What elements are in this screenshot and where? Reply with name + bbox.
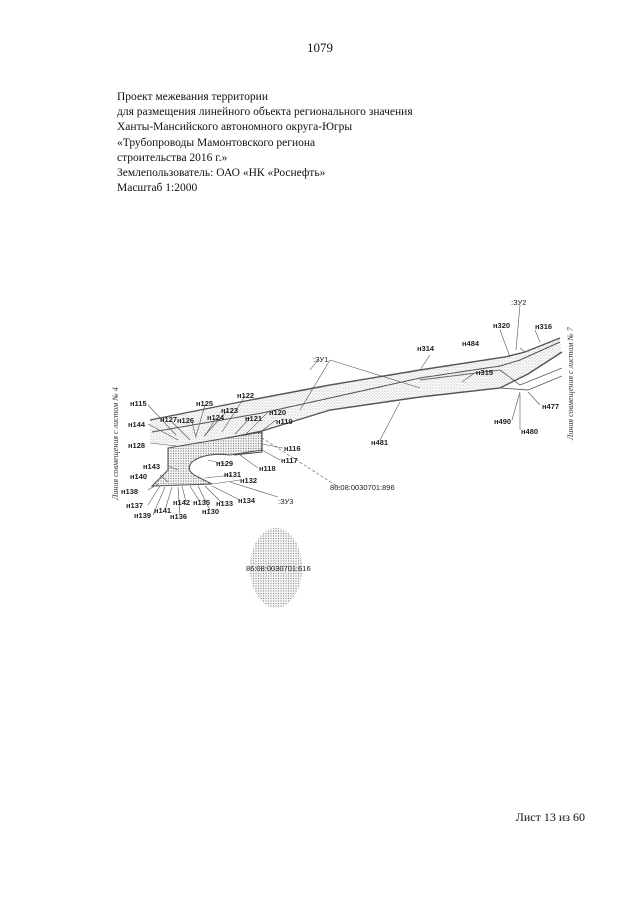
point-label: н144 xyxy=(128,420,146,429)
point-label: н121 xyxy=(245,414,262,423)
point-label: н119 xyxy=(276,417,293,426)
title-line-5: строительства 2016 г.» xyxy=(117,151,228,164)
parcel-boundary-mid xyxy=(151,341,561,433)
point-label: н139 xyxy=(134,511,151,520)
point-label: н128 xyxy=(128,441,145,450)
title-line-1: Проект межевания территории xyxy=(117,91,268,103)
point-label: н134 xyxy=(238,496,256,505)
point-label: н480 xyxy=(521,427,538,436)
point-label: н118 xyxy=(259,464,276,473)
parcel-label-zu1: :ЗУ1 xyxy=(313,355,328,364)
point-label: н117 xyxy=(281,456,298,465)
parcel-label-zu3: :ЗУ3 xyxy=(278,497,293,506)
leader-lines xyxy=(147,304,541,516)
point-label: н136 xyxy=(170,512,187,521)
point-label: н125 xyxy=(196,399,213,408)
cadastral-number-2: 86:08:0030701:616 xyxy=(246,564,311,573)
land-user-line: Землепользователь: ОАО «НК «Роснефть» xyxy=(117,167,326,180)
parcel-boundary-branch-2 xyxy=(499,375,563,391)
point-label: н320 xyxy=(493,321,510,330)
title-line-3: Ханты-Мансийского автономного округа-Югр… xyxy=(117,121,353,134)
point-label: н133 xyxy=(216,499,233,508)
point-label: н316 xyxy=(535,322,552,331)
point-label: н481 xyxy=(371,438,388,447)
point-label: н123 xyxy=(221,406,238,415)
match-line-right: Линия совмещения с листом № 7 xyxy=(566,326,575,441)
parcel-label-zu2: :ЗУ2 xyxy=(511,298,526,307)
point-label: н135 xyxy=(193,498,210,507)
match-line-left: Линия совмещения с листом № 4 xyxy=(111,387,120,501)
point-label: н122 xyxy=(237,391,254,400)
point-label: н115 xyxy=(130,399,147,408)
point-label: н141 xyxy=(154,506,171,515)
point-label: н484 xyxy=(462,339,480,348)
point-label: н490 xyxy=(494,417,511,426)
point-label: н137 xyxy=(126,501,143,510)
parcel-zu3-notch xyxy=(233,432,263,456)
title-block: Проект межевания территории для размещен… xyxy=(117,90,413,196)
point-label: н124 xyxy=(207,413,225,422)
title-line-2: для размещения линейного объекта региона… xyxy=(117,106,413,119)
point-label: н138 xyxy=(121,487,138,496)
point-label: н477 xyxy=(542,402,559,411)
point-label: н116 xyxy=(284,444,301,453)
page-number: 1079 xyxy=(307,40,333,55)
point-label: н143 xyxy=(143,462,160,471)
point-label: н120 xyxy=(269,408,286,417)
point-label: н140 xyxy=(130,472,147,481)
point-label: н130 xyxy=(202,507,219,516)
cadastral-number-1: 86:08:0030701:896 xyxy=(330,483,395,492)
point-label: н132 xyxy=(240,476,257,485)
point-label: н142 xyxy=(173,498,190,507)
point-label: н127 xyxy=(160,415,177,424)
parcel-zu3-area xyxy=(150,431,263,487)
point-label: н314 xyxy=(417,344,435,353)
point-label: н126 xyxy=(177,416,194,425)
scale-line: Масштаб 1:2000 xyxy=(117,182,198,195)
adjacent-parcel-area xyxy=(250,528,302,608)
point-label: н315 xyxy=(476,368,493,377)
sheet-number: Лист 13 из 60 xyxy=(515,810,585,824)
parcel-zu1-area xyxy=(150,338,562,448)
parcel-boundary-branch xyxy=(419,367,563,386)
point-label: н131 xyxy=(224,470,241,479)
title-line-4: «Трубопроводы Мамонтовского региона xyxy=(117,136,316,149)
point-labels: н115 н144 н128 н127 н126 н125 н123 н124 … xyxy=(121,321,559,521)
point-label: н129 xyxy=(216,459,233,468)
